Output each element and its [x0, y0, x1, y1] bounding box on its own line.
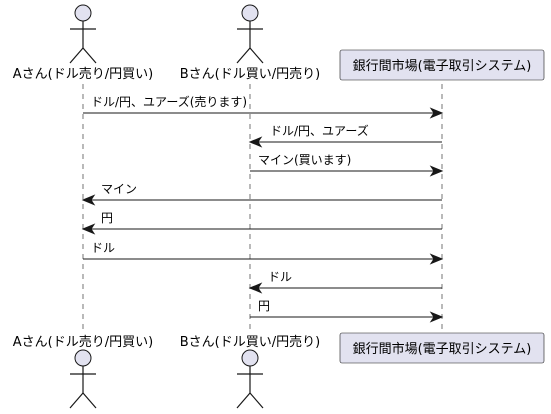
message-1-arrowhead — [429, 107, 444, 119]
message-6-arrowhead — [429, 253, 444, 265]
message-1-label: ドル/円、ユアーズ(売ります) — [91, 94, 247, 109]
participant-market-top-box — [339, 49, 545, 81]
message-8: 円 — [250, 299, 444, 323]
message-7: ドル — [248, 270, 442, 294]
message-2-arrowhead — [248, 136, 263, 148]
actor-a-top: Aさん(ドル売り/円買い) — [13, 4, 153, 82]
message-6-label: ドル — [91, 241, 115, 255]
actor-b-bottom: Bさん(ドル買い/円売り) — [180, 334, 320, 409]
actor-a-bottom-label: Aさん(ドル売り/円買い) — [13, 334, 153, 350]
message-7-arrowhead — [248, 282, 263, 294]
message-2-label: ドル/円、ユアーズ — [270, 123, 369, 138]
actor-a-bottom: Aさん(ドル売り/円買い) — [13, 334, 153, 409]
actor-b-top-head — [241, 4, 259, 22]
message-8-arrowhead — [429, 311, 444, 323]
message-4-label: マイン — [101, 182, 137, 196]
message-8-label: 円 — [258, 299, 270, 313]
participant-market-top-label: 銀行間市場(電子取引システム) — [353, 58, 532, 74]
message-2: ドル/円、ユアーズ — [248, 123, 442, 148]
actor-a-top-label: Aさん(ドル売り/円買い) — [13, 66, 153, 82]
message-6: ドル — [83, 241, 444, 265]
message-3-label: マイン(買います) — [258, 153, 351, 167]
actor-b-bottom-head — [241, 349, 259, 367]
actor-b-bottom-label: Bさん(ドル買い/円売り) — [180, 334, 320, 350]
message-4-arrowhead — [81, 194, 96, 206]
message-5: 円 — [81, 211, 442, 235]
message-5-label: 円 — [101, 211, 113, 225]
actor-b-top: Bさん(ドル買い/円売り) — [180, 4, 320, 82]
message-7-label: ドル — [268, 270, 292, 284]
actor-a-top-head — [74, 4, 92, 22]
message-3-arrowhead — [429, 165, 444, 177]
message-3: マイン(買います) — [250, 153, 444, 177]
participant-market-top: 銀行間市場(電子取引システム) — [339, 49, 545, 81]
actor-a-bottom-head — [74, 349, 92, 367]
participant-market-bottom-box — [339, 332, 545, 364]
message-5-arrowhead — [81, 223, 96, 235]
message-1: ドル/円、ユアーズ(売ります) — [83, 94, 444, 119]
actor-b-top-label: Bさん(ドル買い/円売り) — [180, 66, 320, 82]
participant-market-bottom: 銀行間市場(電子取引システム) — [339, 332, 545, 364]
message-4: マイン — [81, 182, 442, 206]
participant-market-bottom-label: 銀行間市場(電子取引システム) — [353, 341, 532, 357]
